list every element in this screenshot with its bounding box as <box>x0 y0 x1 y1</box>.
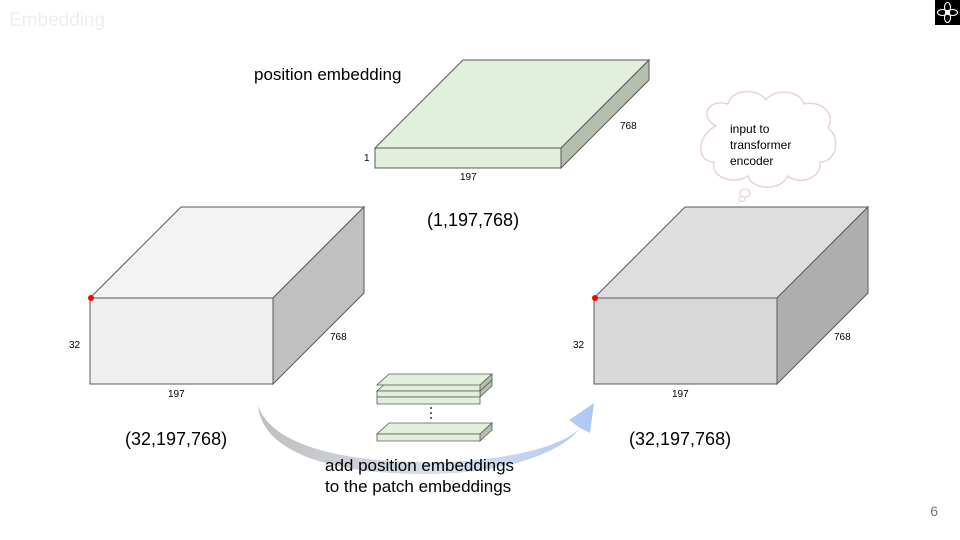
curved-arrow-body <box>258 403 594 474</box>
thought-line-3: encoder <box>730 154 774 168</box>
thought-line-1: input to <box>730 122 770 136</box>
result-embeddings-width-label: 197 <box>672 389 689 400</box>
slide-title: Embedding <box>9 10 106 31</box>
patch-embeddings-shape-label: (32,197,768) <box>125 429 228 449</box>
result-embeddings-shape-label: (32,197,768) <box>629 429 732 449</box>
result-embeddings-front-face <box>593 297 778 385</box>
position-embedding-shape-label: (1,197,768) <box>427 210 520 230</box>
ellipsis-dots <box>429 406 433 420</box>
flower-logo-icon <box>935 0 960 25</box>
slice-top-1 <box>375 373 494 405</box>
thought-cloud <box>700 90 837 188</box>
thought-line-2: transformer <box>730 138 792 152</box>
position-embedding-width-label: 197 <box>460 172 477 183</box>
result-embeddings-cuboid <box>592 205 870 386</box>
curved-arrow <box>258 403 594 474</box>
patch-embeddings-width-label: 197 <box>168 389 185 400</box>
patch-embeddings-corner-marker <box>88 295 94 301</box>
position-embedding-slab <box>373 58 651 170</box>
page-number: 6 <box>930 503 938 519</box>
result-embeddings-corner-marker <box>592 295 598 301</box>
thought-dot-large <box>739 188 751 198</box>
stacked-slices <box>375 373 494 442</box>
position-embedding-front-face <box>374 147 562 169</box>
slice-bottom <box>375 422 494 442</box>
thought-dot-small <box>738 195 746 203</box>
position-embedding-depth-label: 768 <box>620 121 637 132</box>
caption-line-2: to the patch embeddings <box>325 477 512 496</box>
caption: add position embeddings to the patch emb… <box>325 455 514 497</box>
patch-embeddings-front-face <box>89 297 274 385</box>
position-embedding-height-label: 1 <box>364 153 370 164</box>
result-embeddings-depth-label: 768 <box>834 332 851 343</box>
patch-embeddings-height-label: 32 <box>69 340 81 351</box>
patch-embeddings-cuboid <box>88 205 366 386</box>
thought-bubble-text: input to transformer encoder <box>730 121 791 169</box>
patch-embeddings-depth-label: 768 <box>330 332 347 343</box>
result-embeddings-height-label: 32 <box>573 340 585 351</box>
position-embedding-label: position embedding <box>254 65 402 84</box>
caption-line-1: add position embeddings <box>325 456 515 475</box>
thought-bubble <box>700 90 837 203</box>
